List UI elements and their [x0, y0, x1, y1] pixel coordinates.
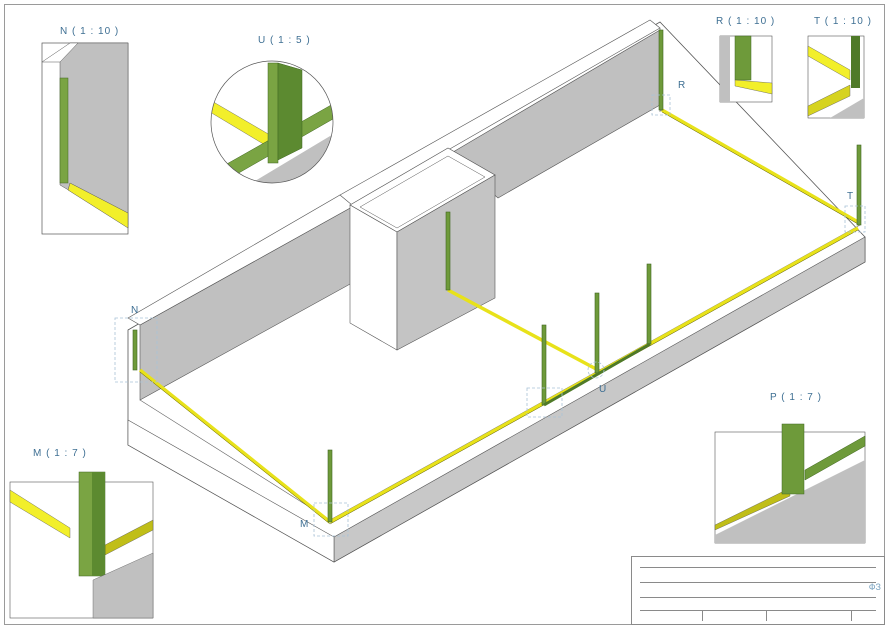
- title-block-row-3: [640, 597, 876, 598]
- detail-t-title: T ( 1 : 10 ): [814, 16, 872, 27]
- stud-u1: [541, 324, 547, 406]
- stud-n: [132, 329, 138, 371]
- detail-r-view: [719, 35, 773, 103]
- detail-p-view: [714, 423, 866, 544]
- stud-shaft: [445, 211, 451, 291]
- detail-m-view: [9, 471, 154, 619]
- detail-n-title: N ( 1 : 10 ): [60, 26, 120, 37]
- title-block-row-2: [640, 582, 876, 583]
- callout-t: T: [847, 191, 854, 202]
- callout-r: R: [678, 80, 686, 91]
- callout-u: U: [599, 384, 607, 395]
- stud-t: [856, 144, 862, 226]
- callout-n: N: [131, 305, 139, 316]
- logo-icon: ФЗ: [868, 582, 881, 592]
- detail-n-view: [41, 42, 129, 235]
- detail-m-title: M ( 1 : 7 ): [33, 448, 87, 459]
- title-block-divider: [766, 611, 767, 621]
- detail-p-title: P ( 1 : 7 ): [770, 392, 822, 403]
- detail-u-view: [210, 60, 334, 184]
- green-studs: [132, 29, 862, 523]
- detail-r-title: R ( 1 : 10 ): [716, 16, 776, 27]
- detail-u-title: U ( 1 : 5 ): [258, 35, 311, 46]
- detail-t-view: [807, 35, 865, 119]
- stud-u3: [646, 263, 652, 345]
- stud-m: [327, 449, 333, 523]
- title-block-divider: [702, 611, 703, 621]
- slab-front-left: [127, 419, 335, 563]
- stud-r: [658, 29, 664, 111]
- callout-boxes: [114, 94, 866, 537]
- title-block-divider: [851, 611, 852, 621]
- title-block: ФЗ: [631, 556, 885, 625]
- title-block-row-1: [640, 567, 876, 568]
- back-wall-top: [339, 19, 661, 206]
- drawing-sheet-border: [4, 4, 885, 625]
- stud-u2: [594, 292, 600, 374]
- callout-m: M: [300, 519, 309, 530]
- title-block-row-4: [640, 610, 876, 611]
- shaft-inner: [359, 155, 486, 229]
